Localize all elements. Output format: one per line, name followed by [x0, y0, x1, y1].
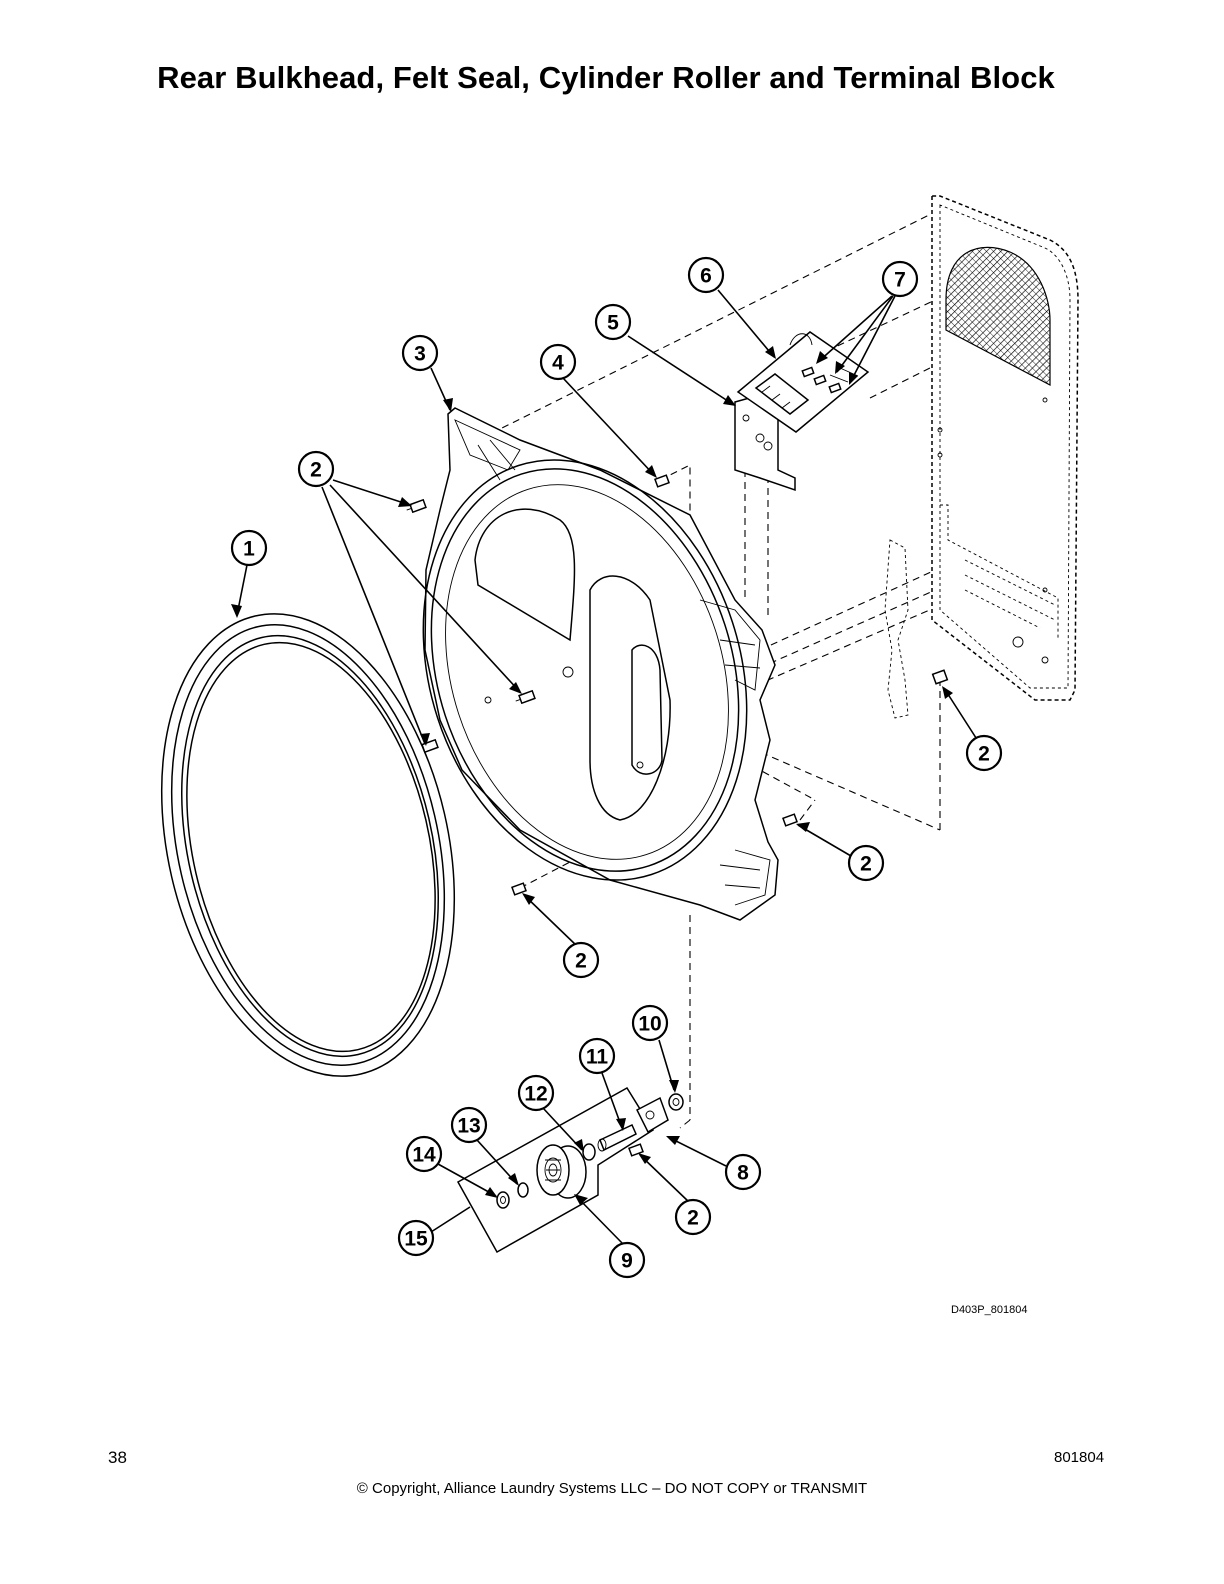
callout-label: 8 [737, 1162, 749, 1185]
callout-label: 7 [894, 269, 906, 292]
callout-1: 1 [230, 529, 268, 567]
callout-2: 2 [297, 450, 335, 488]
callout-5: 5 [594, 303, 632, 341]
callout-14: 14 [405, 1135, 443, 1173]
callout-label: 6 [700, 265, 712, 288]
screws [406, 366, 949, 1157]
callout-15: 15 [397, 1219, 435, 1257]
rear-cabinet-panel [931, 195, 1079, 701]
callout-label: 10 [638, 1013, 661, 1036]
page-title: Rear Bulkhead, Felt Seal, Cylinder Rolle… [157, 60, 1055, 95]
callout-label: 2 [310, 459, 322, 482]
document-number: 801804 [1054, 1449, 1105, 1466]
leader-lines [231, 289, 979, 1246]
callout-7: 7 [881, 260, 919, 298]
callout-13: 13 [450, 1106, 488, 1144]
callout-label: 15 [404, 1228, 428, 1251]
callout-label: 13 [457, 1115, 480, 1138]
callout-label: 11 [586, 1046, 609, 1069]
rear-bulkhead [422, 407, 779, 921]
callout-11: 11 [578, 1037, 616, 1075]
callout-label: 2 [860, 853, 872, 876]
callout-10: 10 [631, 1004, 669, 1042]
callout-12: 12 [517, 1074, 555, 1112]
terminal-block [736, 331, 870, 433]
callout-2e: 2 [674, 1198, 712, 1236]
callout-8: 8 [724, 1153, 762, 1191]
cylinder-roller-assembly [456, 1086, 684, 1254]
page-number: 38 [108, 1448, 127, 1467]
callout-label: 14 [412, 1144, 436, 1167]
callout-label: 1 [243, 538, 255, 561]
felt-seal-ring [160, 613, 456, 1077]
callout-label: 2 [575, 950, 587, 973]
callout-label: 3 [414, 343, 426, 366]
callout-label: 4 [552, 352, 564, 375]
callout-6: 6 [687, 256, 725, 294]
callout-3: 3 [401, 334, 439, 372]
callout-2d: 2 [562, 941, 600, 979]
callout-label: 2 [978, 743, 990, 766]
callout-label: 9 [621, 1250, 633, 1273]
copyright-notice: © Copyright, Alliance Laundry Systems LL… [356, 1480, 868, 1497]
figure-id: D403P_801804 [951, 1304, 1028, 1316]
callout-4: 4 [539, 343, 577, 381]
callout-2b: 2 [965, 734, 1003, 772]
callout-label: 12 [524, 1083, 547, 1106]
callout-label: 2 [687, 1207, 699, 1230]
callout-9: 9 [608, 1241, 646, 1279]
callout-label: 5 [607, 312, 619, 335]
callout-2c: 2 [847, 844, 885, 882]
side-bracket-strip [884, 539, 909, 719]
